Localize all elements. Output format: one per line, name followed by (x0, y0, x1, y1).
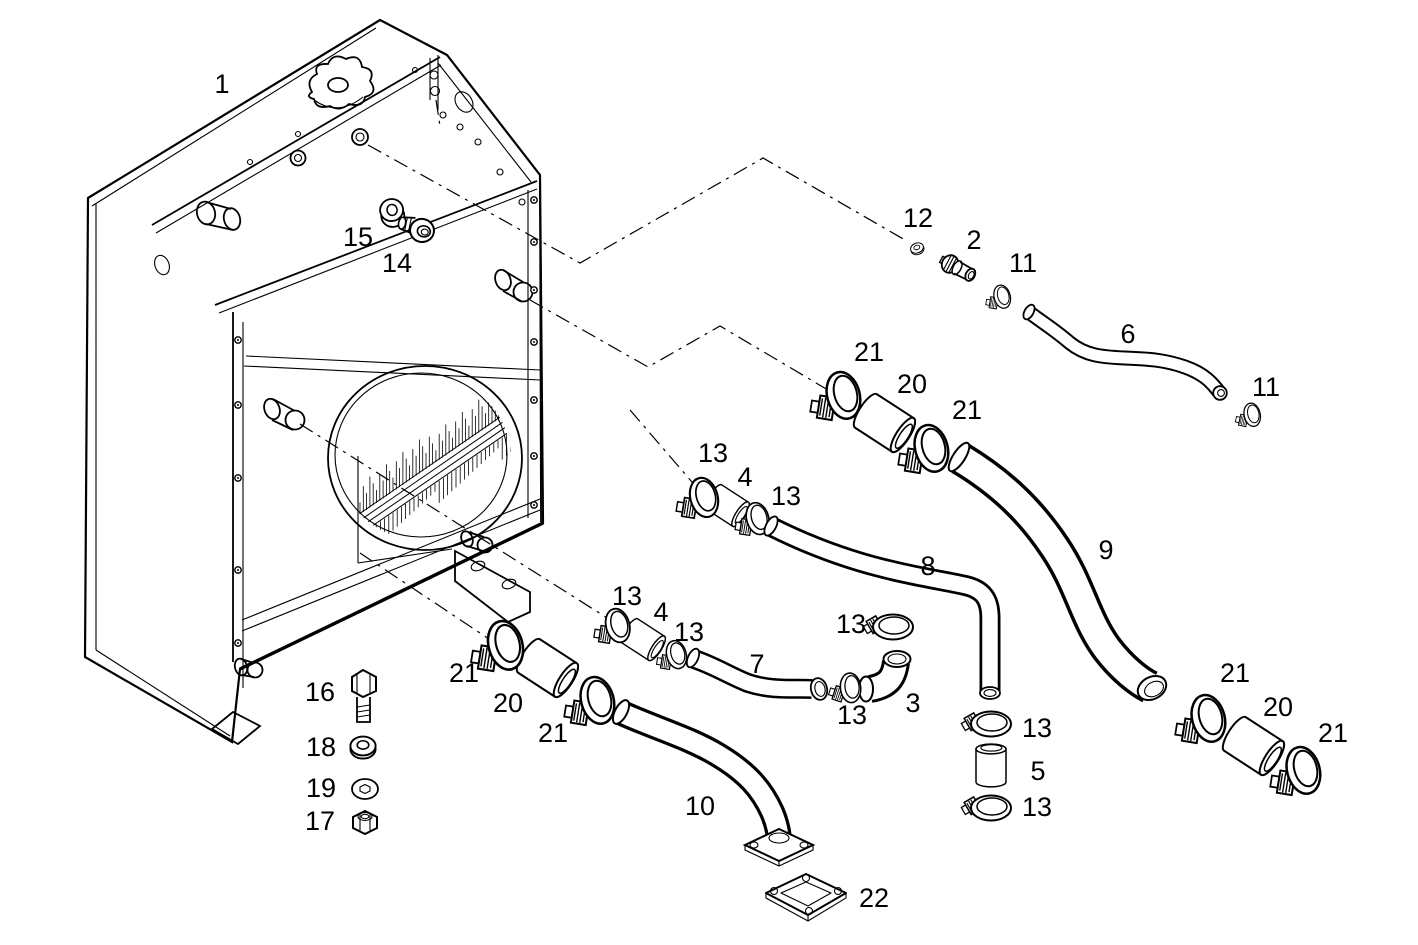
label-13e: 13 (836, 609, 866, 639)
part-13-clamp-elbow-top (860, 613, 914, 641)
stub-bottom-left (233, 657, 264, 679)
label-21c: 21 (449, 658, 479, 688)
label-18: 18 (306, 732, 336, 762)
part-13-clamp-h (958, 794, 1012, 822)
label-1: 1 (214, 69, 229, 99)
fan-shroud-opening (327, 365, 523, 564)
label-13g: 13 (1022, 713, 1052, 743)
part-13-clamp-g (958, 710, 1012, 738)
mounting-bracket (454, 530, 531, 624)
part-12-washer (908, 240, 926, 257)
stub-right-upper (494, 268, 534, 303)
label-21f: 21 (1318, 718, 1348, 748)
label-7: 7 (749, 649, 764, 679)
label-21d: 21 (538, 718, 568, 748)
label-8: 8 (920, 551, 935, 581)
part-16-bolt (351, 668, 377, 723)
label-9: 9 (1098, 535, 1113, 565)
part-15-washer (379, 198, 406, 228)
leader-lines (299, 144, 906, 644)
radiator-fins (351, 384, 511, 541)
label-13a: 13 (698, 438, 728, 468)
part-17-nut (352, 809, 378, 836)
label-20c: 20 (1263, 692, 1293, 722)
label-13h: 13 (1022, 792, 1052, 822)
label-21b: 21 (952, 395, 982, 425)
label-4b: 4 (653, 597, 668, 627)
label-22: 22 (859, 883, 889, 913)
part-7-hose (685, 647, 829, 701)
label-3: 3 (905, 688, 920, 718)
part-11-clamp-a (980, 282, 1014, 314)
label-13d: 13 (674, 617, 704, 647)
radiator-body (83, 18, 545, 746)
label-20a: 20 (897, 369, 927, 399)
label-6: 6 (1120, 319, 1135, 349)
stub-mid-left (263, 397, 306, 431)
part-6-hose (1022, 303, 1228, 401)
part-20-sleeve-c (1217, 712, 1290, 780)
label-15: 15 (343, 222, 373, 252)
label-13f: 13 (837, 700, 867, 730)
label-21e: 21 (1220, 658, 1250, 688)
label-11a: 11 (1009, 248, 1037, 278)
label-20b: 20 (493, 688, 523, 718)
label-14: 14 (382, 248, 412, 278)
label-5: 5 (1030, 756, 1045, 786)
stub-top-left (195, 200, 242, 231)
part-13-clamp-a (666, 473, 724, 527)
part-21-clamp-e (1164, 689, 1232, 753)
part-10-pipe (611, 699, 816, 867)
radiator-pipe-stubs (195, 200, 534, 679)
part-8-hose (763, 515, 1001, 700)
part-3-elbow (858, 650, 912, 703)
part-2-fitting (938, 254, 977, 282)
label-17: 17 (305, 806, 335, 836)
label-16: 16 (305, 677, 335, 707)
radiator-top-fittings (246, 55, 526, 206)
label-4a: 4 (737, 462, 752, 492)
label-2: 2 (966, 225, 981, 255)
part-11-clamp-b (1230, 400, 1264, 431)
label-21a: 21 (854, 337, 884, 367)
label-19: 19 (306, 773, 336, 803)
part-9-hose (947, 441, 1168, 703)
part-22-gasket (765, 873, 847, 922)
part-5-sleeve (975, 743, 1007, 788)
part-19-lock-washer (351, 778, 379, 800)
label-12: 12 (903, 203, 933, 233)
part-14-plug (397, 216, 435, 243)
part-labels: 1151412211611212021134139813413713313212… (214, 69, 1348, 913)
label-11b: 11 (1252, 372, 1280, 402)
label-10: 10 (685, 791, 715, 821)
label-13c: 13 (612, 581, 642, 611)
part-18-washer (349, 735, 377, 760)
radiator-filler-cap (308, 55, 375, 110)
frame-rivets (234, 196, 538, 647)
label-13b: 13 (771, 481, 801, 511)
